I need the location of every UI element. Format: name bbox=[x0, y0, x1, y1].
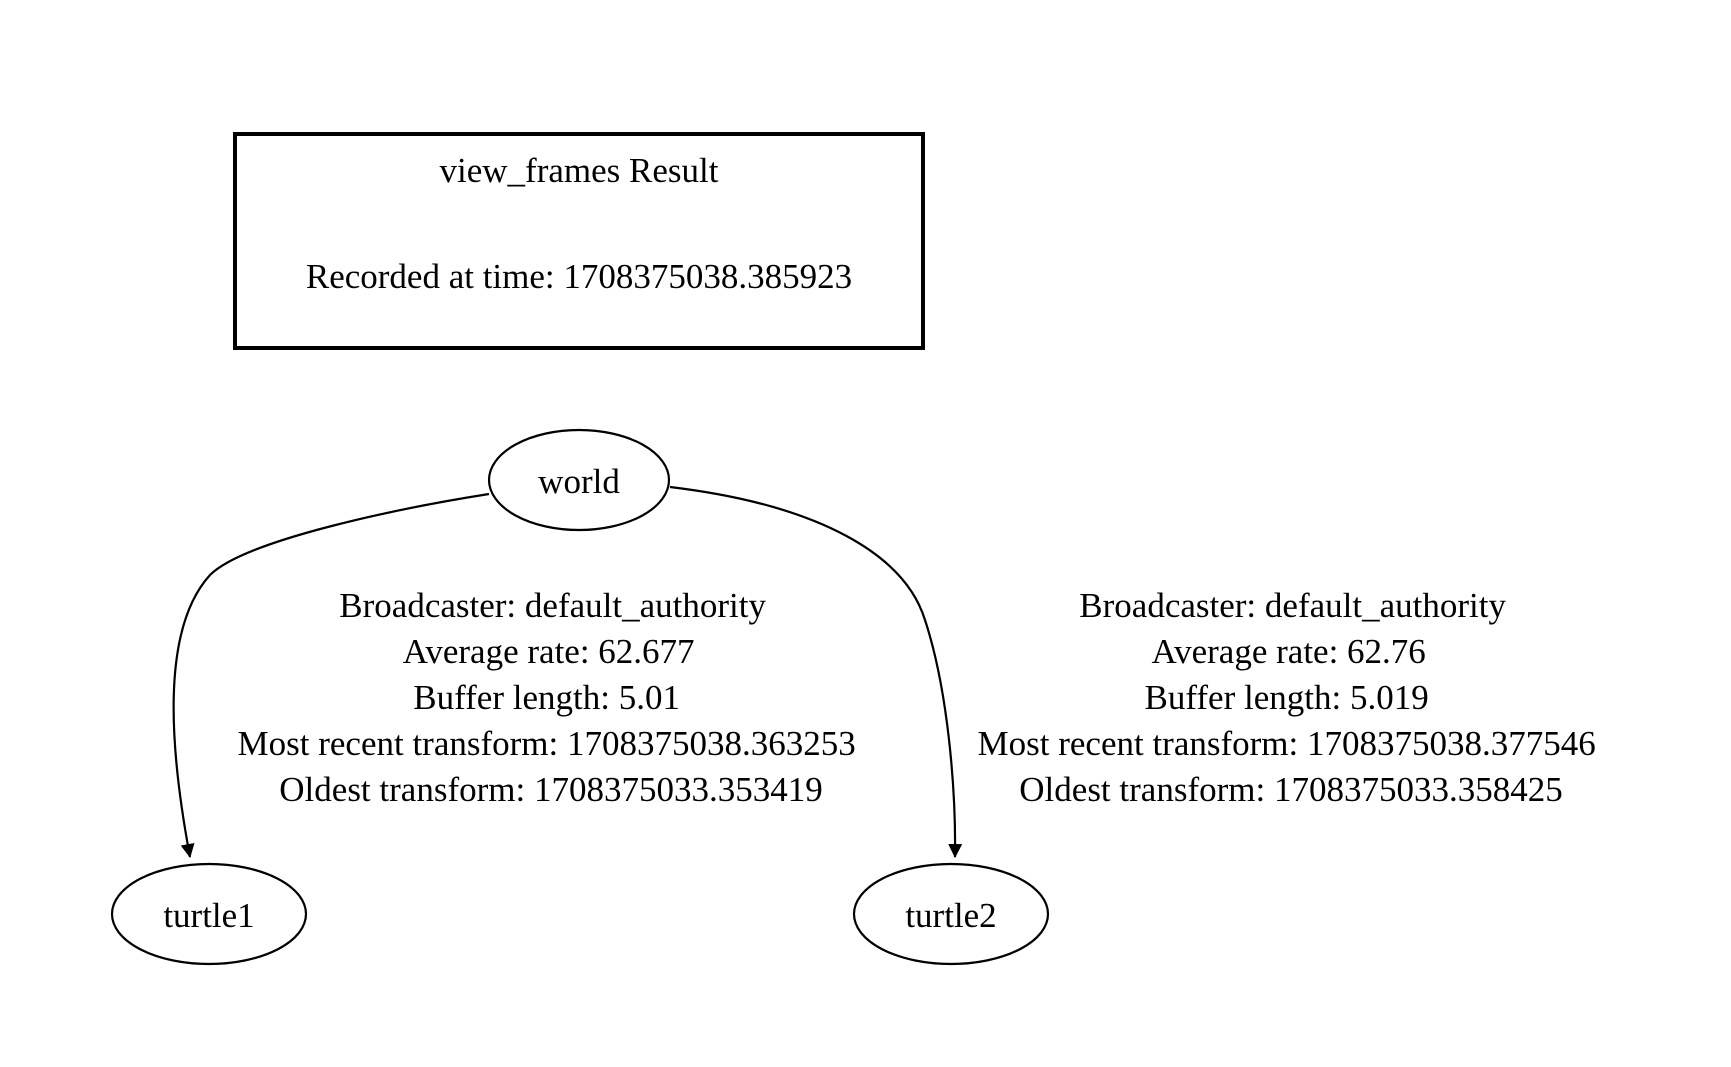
edge-label-line: Most recent transform: 1708375038.377546 bbox=[978, 724, 1596, 763]
result-title: view_frames Result bbox=[440, 151, 719, 190]
edge-label-world-turtle2: Broadcaster: default_authority Average r… bbox=[978, 586, 1605, 809]
node-turtle1: turtle1 bbox=[110, 862, 308, 966]
edge-label-line: Average rate: 62.677 bbox=[403, 632, 695, 671]
edge-world-turtle2: Broadcaster: default_authority Average r… bbox=[669, 485, 1605, 858]
result-box: view_frames Result Recorded at time: 170… bbox=[233, 132, 925, 350]
edge-label-line: Broadcaster: default_authority bbox=[339, 586, 766, 625]
node-turtle1-label: turtle1 bbox=[163, 896, 254, 935]
edge-arrow-world-turtle2 bbox=[669, 485, 963, 858]
node-turtle1-shape bbox=[110, 862, 308, 966]
edge-world-turtle1: Broadcaster: default_authority Average r… bbox=[172, 492, 865, 858]
edge-label-line: Buffer length: 5.019 bbox=[1145, 678, 1429, 717]
node-turtle2-label: turtle2 bbox=[905, 896, 996, 935]
edge-arrow-world-turtle1 bbox=[172, 492, 490, 858]
node-turtle2-shape bbox=[852, 862, 1050, 966]
edge-label-line: Oldest transform: 1708375033.358425 bbox=[1019, 770, 1562, 809]
edge-label-line: Buffer length: 5.01 bbox=[413, 678, 680, 717]
edge-label-line: Most recent transform: 1708375038.363253 bbox=[238, 724, 856, 763]
edge-label-world-turtle1: Broadcaster: default_authority Average r… bbox=[238, 586, 865, 809]
edge-label-line: Oldest transform: 1708375033.353419 bbox=[279, 770, 822, 809]
node-world-shape bbox=[487, 428, 671, 532]
edge-label-line: Broadcaster: default_authority bbox=[1079, 586, 1506, 625]
recorded-time: Recorded at time: 1708375038.385923 bbox=[306, 257, 852, 296]
result-box-frame bbox=[233, 132, 925, 350]
node-world-label: world bbox=[538, 462, 620, 501]
node-turtle2: turtle2 bbox=[852, 862, 1050, 966]
node-world: world bbox=[487, 428, 671, 532]
edge-label-line: Average rate: 62.76 bbox=[1151, 632, 1425, 671]
